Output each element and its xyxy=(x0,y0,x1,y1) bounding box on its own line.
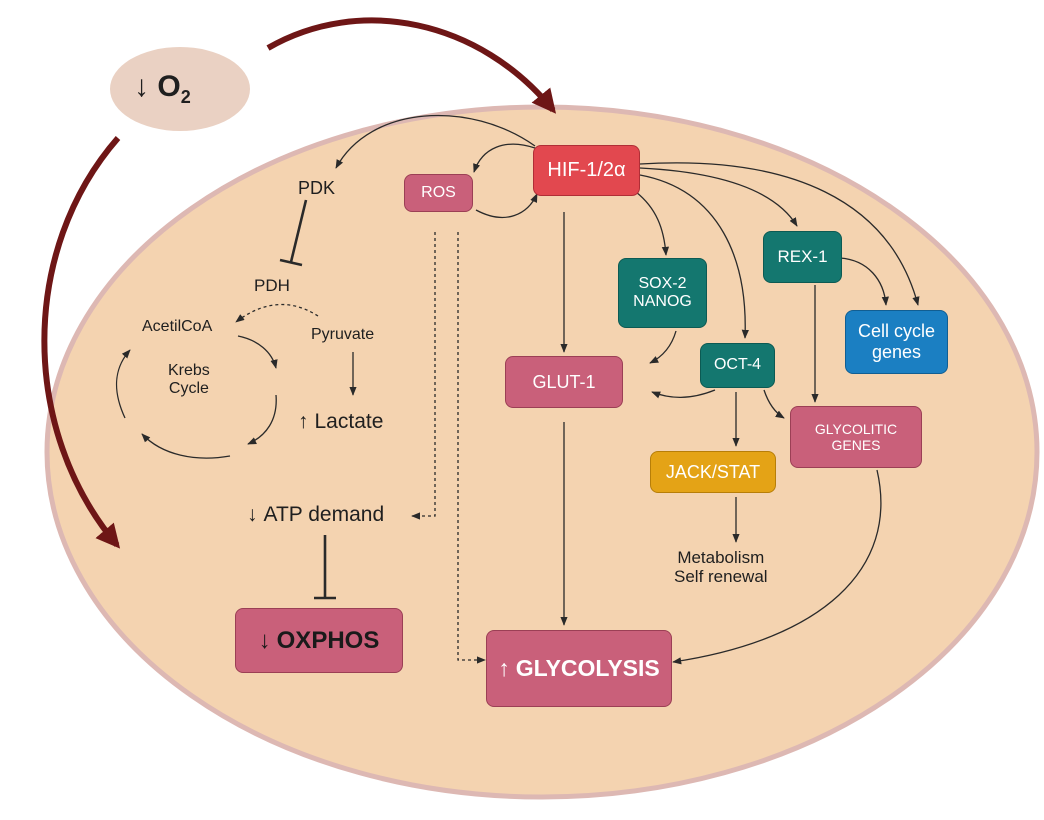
hypoxia-arrow-to-hif xyxy=(266,17,557,114)
hif-text: HIF-1/2α xyxy=(547,159,626,181)
hif-to-rex-arrow xyxy=(639,167,798,227)
oxygen-down-arrow: ↓ xyxy=(134,70,149,103)
glycolitic-genes-box: GLYCOLITIC GENES xyxy=(790,406,922,468)
oxphos-text: OXPHOS xyxy=(276,626,380,654)
lactate-up-arrow: ↑ xyxy=(298,410,309,433)
oxphos-box: ↓OXPHOS xyxy=(235,608,403,673)
ros-to-atp-arrow xyxy=(411,232,436,520)
oxygen-label: ↓ O2 xyxy=(134,70,191,107)
ros-box: ROS xyxy=(404,174,473,212)
krebs-arc-right xyxy=(247,394,277,445)
lactate-label: ↑Lactate xyxy=(298,410,383,434)
krebs-cycle-label: Krebs Cycle xyxy=(168,362,210,397)
glycolysis-text: GLYCOLYSIS xyxy=(515,655,660,682)
jack-stat-text: JACK/STAT xyxy=(665,461,761,482)
glycolysis-box: ↑GLYCOLYSIS xyxy=(486,630,672,707)
krebs-arc-bottom xyxy=(141,433,231,459)
lactate-text: Lactate xyxy=(314,410,384,433)
cell-cycle-box: Cell cycle genes xyxy=(845,310,948,374)
acetilcoa-label: AcetilCoA xyxy=(142,318,213,335)
glycolitic-to-glycolysis-arrow xyxy=(672,469,882,665)
glycolysis-up-arrow: ↑ xyxy=(498,655,510,682)
hif-to-pdk-arrow xyxy=(335,114,536,169)
hypoxia-arrow-to-cell xyxy=(41,136,121,549)
hif-to-sox-arrow xyxy=(635,191,670,256)
oct-text: OCT-4 xyxy=(713,356,762,374)
krebs-arc-top xyxy=(237,335,278,369)
pdh-label: PDH xyxy=(254,276,290,295)
pdk-inhibits-pdh xyxy=(289,199,308,263)
pyruvate-label: Pyruvate xyxy=(311,326,375,343)
ros-to-glycolysis-arrow xyxy=(457,232,486,664)
ros-to-hif-arrow xyxy=(475,193,538,219)
glycolitic-genes-text: GLYCOLITIC GENES xyxy=(814,420,898,453)
metabolism-label: Metabolism Self renewal xyxy=(674,548,768,587)
cell-cycle-text: Cell cycle genes xyxy=(857,321,936,362)
pdk-inhibit-bar xyxy=(279,258,303,267)
krebs-arc-left xyxy=(115,349,131,419)
atp-demand-label: ↓ATP demand xyxy=(247,503,384,527)
atp-down-arrow: ↓ xyxy=(247,503,258,526)
jack-stat-box: JACK/STAT xyxy=(650,451,776,493)
oct-box: OCT-4 xyxy=(700,343,775,388)
oxygen-subscript: 2 xyxy=(180,87,191,107)
sox-nanog-text: SOX-2 NANOG xyxy=(633,274,692,310)
oxygen-symbol: O xyxy=(157,70,181,103)
glut-box: GLUT-1 xyxy=(505,356,623,408)
glut-text: GLUT-1 xyxy=(532,371,596,392)
pyruvate-to-acetil-arrow xyxy=(235,303,319,323)
sox-nanog-box: SOX-2 NANOG xyxy=(618,258,707,328)
oct-to-glut-arrow xyxy=(651,389,716,399)
hif-to-oct-arrow xyxy=(639,174,749,339)
sox-to-glut-arrow xyxy=(649,330,677,364)
pdk-label: PDK xyxy=(298,178,336,198)
oxphos-down-arrow: ↓ xyxy=(258,626,271,654)
atp-text: ATP demand xyxy=(263,503,385,526)
oxygen-bubble xyxy=(110,47,250,131)
oct-to-glycolitic-arrow xyxy=(763,389,785,419)
rex-text: REX-1 xyxy=(777,247,828,267)
rex-box: REX-1 xyxy=(763,231,842,283)
rex-to-cellcycle-arrow xyxy=(839,257,889,306)
ros-text: ROS xyxy=(421,183,456,201)
hif-box: HIF-1/2α xyxy=(533,145,640,196)
hif-to-ros-arrow xyxy=(473,143,536,173)
hif-to-cellcycle-arrow xyxy=(639,162,920,306)
